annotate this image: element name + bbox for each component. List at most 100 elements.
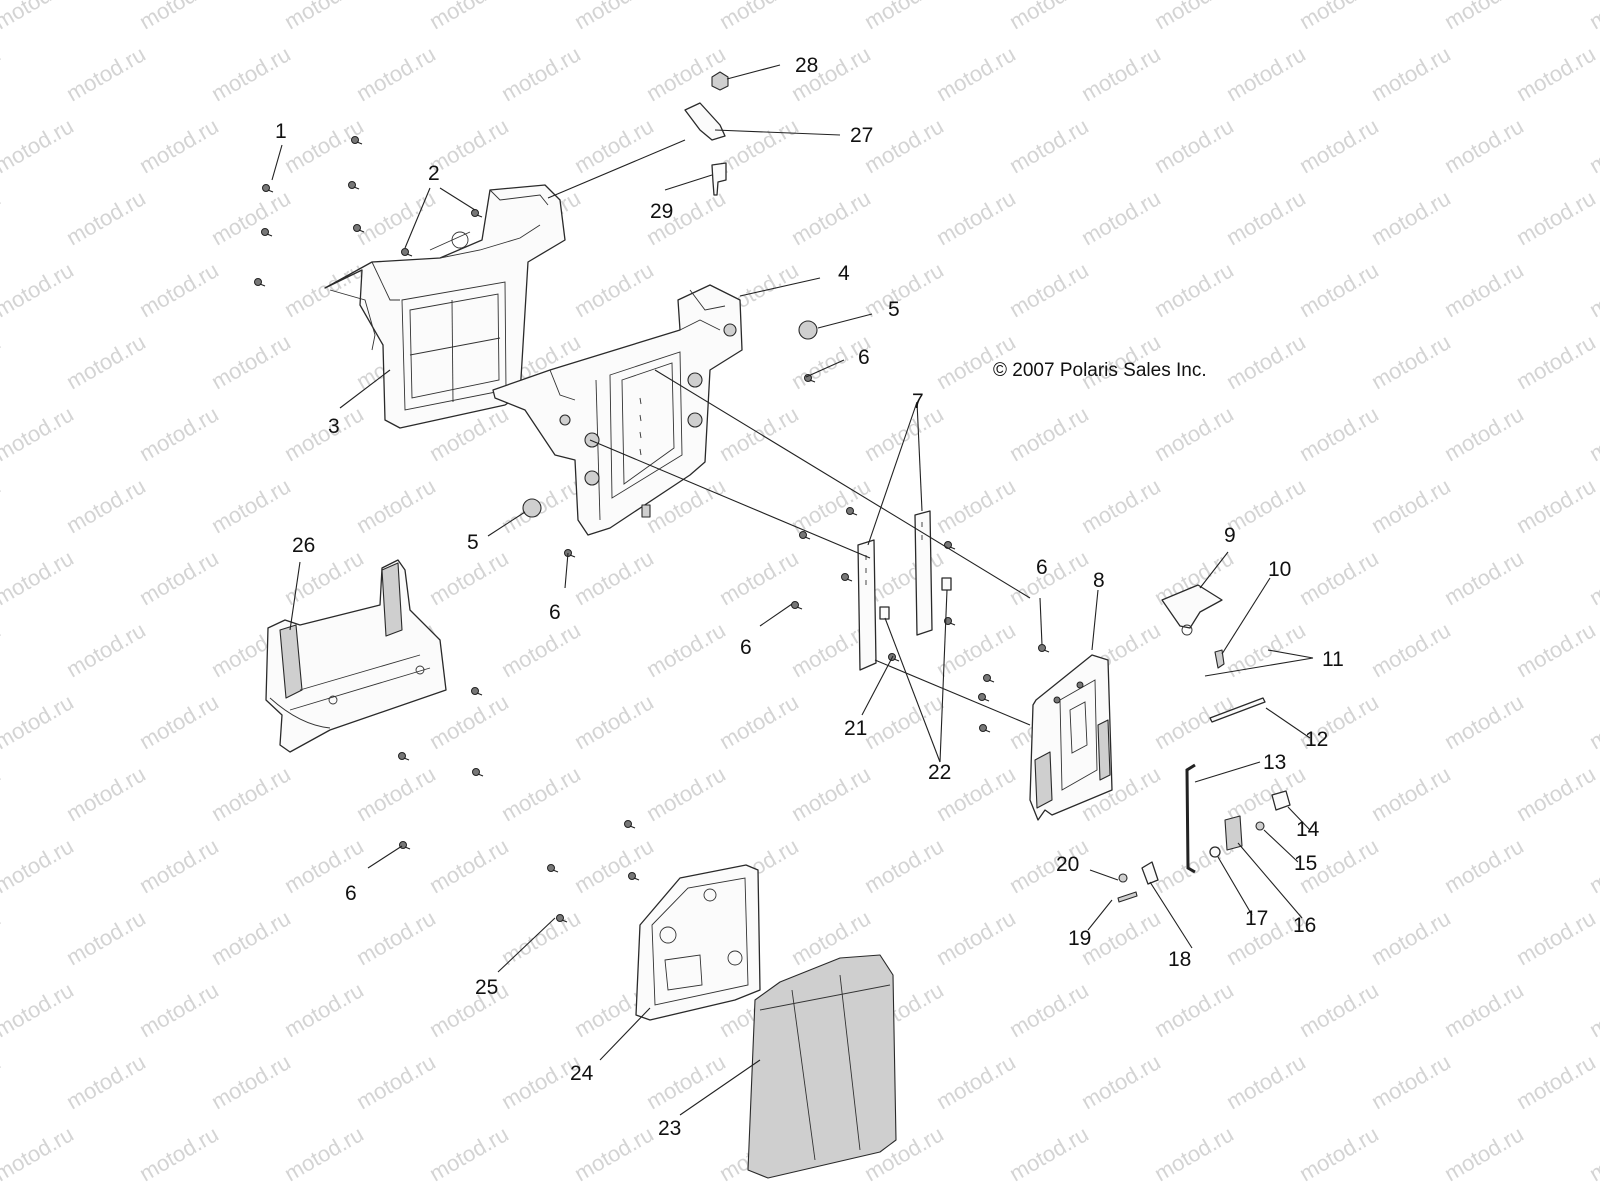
watermark-text: motod.ru	[932, 185, 1020, 250]
watermark-text: motod.ru	[932, 473, 1020, 538]
watermark-text: motod.ru	[1077, 41, 1165, 106]
watermark-text: motod.ru	[0, 257, 78, 322]
watermark-text: motod.ru	[62, 1049, 150, 1114]
fastener-bolt	[471, 687, 479, 695]
watermark-text: motod.ru	[0, 977, 78, 1042]
watermark-text: motod.ru	[1367, 185, 1455, 250]
watermark-text: motod.ru	[0, 905, 5, 970]
watermark-text: motod.ru	[1440, 1121, 1528, 1186]
watermark-text: motod.ru	[1512, 41, 1600, 106]
watermark-text: motod.ru	[352, 905, 440, 970]
watermark-text: motod.ru	[1150, 257, 1238, 322]
watermark-text: motod.ru	[1512, 473, 1600, 538]
watermark-text: motod.ru	[1367, 617, 1455, 682]
fastener-shank	[629, 825, 636, 829]
watermark-text: motod.ru	[1585, 257, 1600, 322]
watermark-text: motod.ru	[1585, 545, 1600, 610]
watermark-text: motod.ru	[62, 329, 150, 394]
watermark-text: motod.ru	[0, 833, 78, 898]
watermark-text: motod.ru	[135, 257, 223, 322]
watermark-text: motod.ru	[1295, 1121, 1383, 1186]
watermark-text: motod.ru	[1512, 1049, 1600, 1114]
watermark-text: motod.ru	[1150, 113, 1238, 178]
watermark-text: motod.ru	[715, 113, 803, 178]
watermark-text: motod.ru	[1512, 329, 1600, 394]
watermark-text: motod.ru	[932, 1049, 1020, 1114]
label-4: 4	[838, 262, 850, 285]
watermark-text: motod.ru	[1005, 545, 1093, 610]
watermark-text: motod.ru	[135, 977, 223, 1042]
watermark-text: motod.ru	[1150, 977, 1238, 1042]
watermark-text: motod.ru	[62, 185, 150, 250]
watermark-text: motod.ru	[1585, 113, 1600, 178]
fastener-shank	[353, 186, 360, 190]
fastener-shank	[476, 214, 483, 218]
watermark-text: motod.ru	[280, 113, 368, 178]
label-5b: 5	[467, 531, 479, 554]
watermark-text: motod.ru	[207, 329, 295, 394]
label-24: 24	[570, 1062, 594, 1085]
watermark-text: motod.ru	[1512, 617, 1600, 682]
watermark-text: motod.ru	[787, 185, 875, 250]
watermark-text: motod.ru	[860, 401, 948, 466]
part-22-clip-a	[879, 606, 890, 620]
fastener-shank	[476, 692, 483, 696]
watermark-text: motod.ru	[425, 689, 513, 754]
label-11: 11	[1322, 648, 1344, 671]
fastener-shank	[893, 658, 900, 662]
part-5-grommet-b	[522, 498, 542, 518]
watermark-text: motod.ru	[497, 1193, 585, 1200]
watermark-text: motod.ru	[1585, 1121, 1600, 1186]
watermark-text: motod.ru	[280, 977, 368, 1042]
part-7-rails	[857, 510, 933, 671]
fastener-shank	[561, 919, 568, 923]
part-23-seat-cushion	[747, 954, 897, 1179]
watermark-text: motod.ru	[1077, 473, 1165, 538]
label-9: 9	[1224, 524, 1236, 547]
watermark-text: motod.ru	[280, 257, 368, 322]
fastener-shank	[356, 141, 363, 145]
callout-labels: 1 2 3 4 5 5 6 6 6 6 6 7 8 9 10 11 12 13 …	[275, 54, 1344, 1140]
watermark-text: motod.ru	[1295, 545, 1383, 610]
watermark-text: motod.ru	[1150, 0, 1238, 34]
watermark-text: motod.ru	[1585, 833, 1600, 898]
watermark-text: motod.ru	[1005, 401, 1093, 466]
watermark-text: motod.ru	[135, 1121, 223, 1186]
watermark-text: motod.ru	[497, 41, 585, 106]
label-8: 8	[1093, 569, 1105, 592]
watermark-text: motod.ru	[425, 1121, 513, 1186]
watermark-text: motod.ru	[1005, 0, 1093, 34]
watermark-text: motod.ru	[1512, 1193, 1600, 1200]
watermark-text: motod.ru	[1005, 833, 1093, 898]
watermark-text: motod.ru	[1367, 905, 1455, 970]
watermark-text: motod.ru	[570, 257, 658, 322]
watermark-text: motod.ru	[860, 257, 948, 322]
watermark-text: motod.ru	[642, 1049, 730, 1114]
watermark-text: motod.ru	[1222, 617, 1310, 682]
watermark-text: motod.ru	[62, 1193, 150, 1200]
label-7: 7	[912, 390, 924, 413]
label-28: 28	[795, 54, 818, 77]
fastener-bolt	[841, 573, 849, 581]
watermark-text: motod.ru	[352, 473, 440, 538]
watermark-text: motod.ru	[570, 113, 658, 178]
label-27: 27	[850, 124, 873, 147]
label-25: 25	[475, 976, 498, 999]
fastener-shank	[804, 536, 811, 540]
watermark-text: motod.ru	[1512, 185, 1600, 250]
label-6c: 6	[740, 636, 752, 659]
watermark-text: motod.ru	[860, 0, 948, 34]
fastener-shank	[267, 189, 274, 193]
fastener-bolt	[799, 531, 807, 539]
watermark-text: motod.ru	[62, 473, 150, 538]
part-19-pin	[1117, 891, 1138, 903]
watermark-text: motod.ru	[207, 473, 295, 538]
part-10-latch	[1214, 649, 1225, 669]
watermark-text: motod.ru	[280, 1121, 368, 1186]
label-6d: 6	[1036, 556, 1048, 579]
watermark-text: motod.ru	[62, 41, 150, 106]
fastener-shank	[259, 283, 266, 287]
fastener-bolt	[261, 228, 269, 236]
part-27-strap	[684, 102, 726, 141]
